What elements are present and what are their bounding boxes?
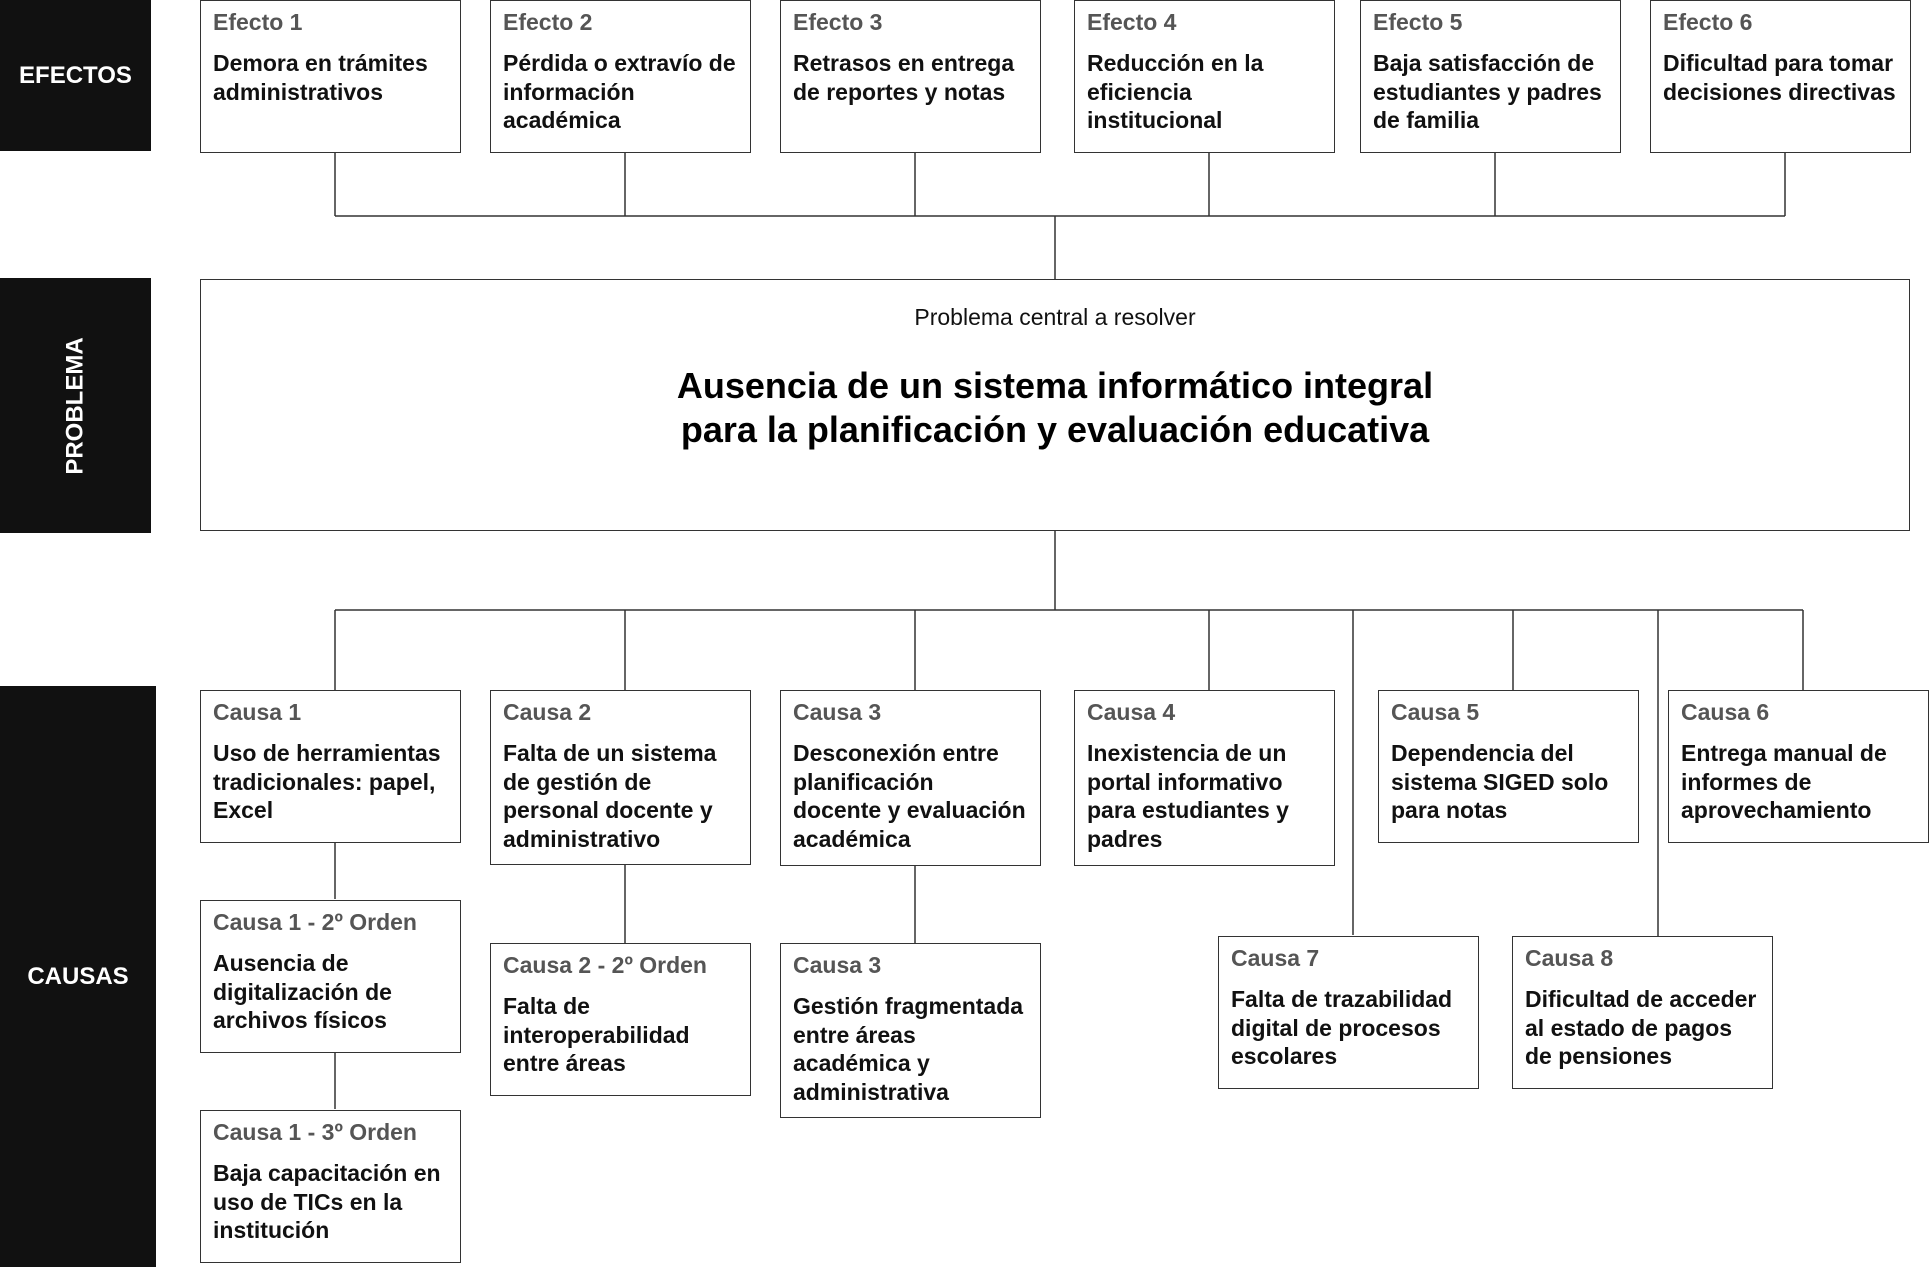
cause-text: Falta de un sistema de gestión de person… bbox=[503, 740, 717, 852]
causas-label: CAUSAS bbox=[0, 686, 156, 1267]
effect-box: Efecto 1 Demora en trámites administrati… bbox=[200, 0, 461, 153]
cause-title: Causa 7 bbox=[1231, 945, 1320, 971]
effect-title: Efecto 5 bbox=[1373, 9, 1463, 35]
effect-title: Efecto 1 bbox=[213, 9, 303, 35]
problema-label: PROBLEMA bbox=[0, 278, 151, 533]
cause-box: Causa 2 - 2º Orden Falta de interoperabi… bbox=[490, 943, 751, 1096]
cause-box: Causa 6 Entrega manual de informes de ap… bbox=[1668, 690, 1929, 843]
cause-text: Ausencia de digitalización de archivos f… bbox=[213, 950, 392, 1033]
effect-box: Efecto 2 Pérdida o extravío de informaci… bbox=[490, 0, 751, 153]
effect-text: Reducción en la eficiencia institucional bbox=[1087, 50, 1264, 133]
cause-title: Causa 3 bbox=[793, 952, 882, 978]
problem-subtitle: Problema central a resolver bbox=[914, 304, 1196, 330]
effect-title: Efecto 6 bbox=[1663, 9, 1753, 35]
cause-box: Causa 1 - 2º Orden Ausencia de digitaliz… bbox=[200, 900, 461, 1053]
problem-title: Ausencia de un sistema informático integ… bbox=[201, 364, 1909, 452]
effect-title: Efecto 2 bbox=[503, 9, 593, 35]
cause-text: Inexistencia de un portal informativo pa… bbox=[1087, 740, 1289, 852]
cause-box: Causa 1 - 3º Orden Baja capacitación en … bbox=[200, 1110, 461, 1263]
cause-title: Causa 5 bbox=[1391, 699, 1480, 725]
effect-text: Retrasos en entrega de reportes y notas bbox=[793, 50, 1015, 105]
effect-box: Efecto 5 Baja satisfacción de estudiante… bbox=[1360, 0, 1621, 153]
cause-text: Baja capacitación en uso de TICs en la i… bbox=[213, 1160, 441, 1243]
cause-box: Causa 1 Uso de herramientas tradicionale… bbox=[200, 690, 461, 843]
cause-text: Uso de herramientas tradicionales: papel… bbox=[213, 740, 441, 823]
cause-box: Causa 7 Falta de trazabilidad digital de… bbox=[1218, 936, 1479, 1089]
cause-box: Causa 3 Desconexión entre planificación … bbox=[780, 690, 1041, 866]
problem-title-line-2: para la planificación y evaluación educa… bbox=[680, 409, 1430, 450]
cause-title: Causa 1 - 3º Orden bbox=[213, 1119, 417, 1145]
cause-text: Dificultad de acceder al estado de pagos… bbox=[1525, 986, 1757, 1069]
problem-title-line-1: Ausencia de un sistema informático integ… bbox=[676, 365, 1434, 406]
cause-box: Causa 2 Falta de un sistema de gestión d… bbox=[490, 690, 751, 865]
cause-box: Causa 3 Gestión fragmentada entre áreas … bbox=[780, 943, 1041, 1118]
cause-box: Causa 8 Dificultad de acceder al estado … bbox=[1512, 936, 1773, 1089]
cause-title: Causa 2 - 2º Orden bbox=[503, 952, 707, 978]
efectos-label: EFECTOS bbox=[0, 0, 151, 151]
cause-title: Causa 1 bbox=[213, 699, 302, 725]
cause-text: Falta de trazabilidad digital de proceso… bbox=[1231, 986, 1453, 1069]
cause-title: Causa 8 bbox=[1525, 945, 1614, 971]
effect-title: Efecto 4 bbox=[1087, 9, 1177, 35]
cause-text: Falta de interoperabilidad entre áreas bbox=[503, 993, 690, 1076]
effect-text: Demora en trámites administrativos bbox=[213, 50, 428, 105]
cause-text: Gestión fragmentada entre áreas académic… bbox=[793, 993, 1024, 1105]
cause-text: Dependencia del sistema SIGED solo para … bbox=[1391, 740, 1609, 823]
cause-text: Entrega manual de informes de aprovecham… bbox=[1681, 740, 1887, 823]
effect-text: Pérdida o extravío de información académ… bbox=[503, 50, 736, 133]
cause-title: Causa 1 - 2º Orden bbox=[213, 909, 417, 935]
effect-title: Efecto 3 bbox=[793, 9, 883, 35]
cause-title: Causa 6 bbox=[1681, 699, 1770, 725]
effect-box: Efecto 4 Reducción en la eficiencia inst… bbox=[1074, 0, 1335, 153]
effect-box: Efecto 6 Dificultad para tomar decisione… bbox=[1650, 0, 1911, 153]
cause-box: Causa 4 Inexistencia de un portal inform… bbox=[1074, 690, 1335, 866]
cause-title: Causa 3 bbox=[793, 699, 882, 725]
effect-text: Baja satisfacción de estudiantes y padre… bbox=[1373, 50, 1602, 133]
cause-title: Causa 4 bbox=[1087, 699, 1176, 725]
effect-text: Dificultad para tomar decisiones directi… bbox=[1663, 50, 1896, 105]
cause-text: Desconexión entre planificación docente … bbox=[793, 740, 1026, 852]
cause-box: Causa 5 Dependencia del sistema SIGED so… bbox=[1378, 690, 1639, 843]
cause-title: Causa 2 bbox=[503, 699, 592, 725]
central-problem-box: Problema central a resolver Ausencia de … bbox=[200, 279, 1910, 531]
effect-box: Efecto 3 Retrasos en entrega de reportes… bbox=[780, 0, 1041, 153]
